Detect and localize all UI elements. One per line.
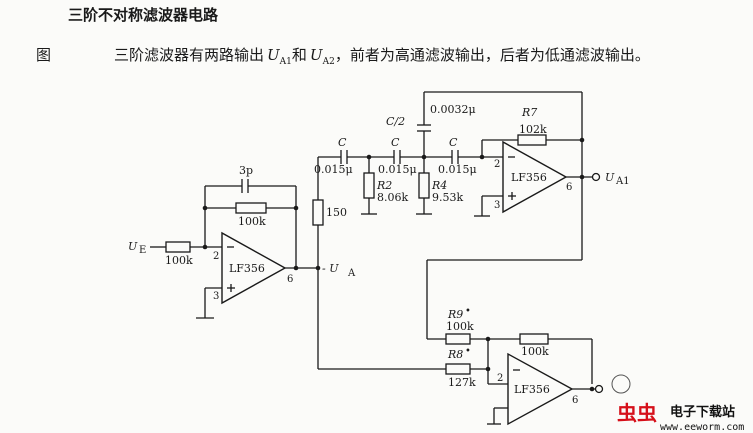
op-amp-3-name: LF356 — [514, 383, 550, 396]
node-ua-sub: A — [347, 268, 356, 279]
caption-part-1: 三阶滤波器有两路输出 — [114, 46, 265, 64]
r7-name: R7 — [521, 106, 537, 119]
output-label-ua1-sub: A1 — [615, 176, 630, 187]
op-amp-1 — [221, 231, 287, 305]
output-label-ua1: U — [605, 171, 615, 184]
junction-dot — [579, 137, 585, 143]
stage-3-summing — [317, 259, 604, 426]
op-amp-3-pin2: 2 — [497, 373, 503, 384]
op-amp-3 — [507, 352, 574, 426]
op-amp-2-pin2: 2 — [494, 159, 500, 170]
feedback-resistor-label: 100k — [238, 215, 266, 228]
junction-dot — [579, 174, 585, 180]
r4-value: 9.53k — [432, 191, 463, 204]
op-amp-1-pin6: 6 — [287, 274, 293, 285]
r8-mark: • — [465, 346, 471, 357]
op-amp-1-pin3: 3 — [213, 291, 219, 302]
caption-part-3: ，前者为高通滤波输出，后者为低通滤波输出。 — [334, 46, 650, 64]
output-terminal-ua1[interactable] — [591, 172, 601, 182]
resistor-r4 — [418, 172, 430, 199]
watermark: 虫虫 电子下载站 www.eeworm.com — [611, 374, 744, 433]
input-resistor — [165, 241, 191, 253]
junction-dot — [202, 205, 208, 211]
watermark-text: 电子下载站 — [670, 404, 735, 420]
caption-symbol-u2: U — [309, 46, 323, 64]
output-terminal-ua2[interactable] — [594, 384, 604, 394]
feedback-resistor-3-label: 100k — [521, 345, 549, 358]
r8-name: R8 — [447, 348, 463, 361]
r4-name: R4 — [431, 179, 447, 192]
junction-dot — [485, 366, 491, 372]
c3-name: C — [449, 136, 458, 149]
op-amp-2-pin6: 6 — [566, 182, 572, 193]
page-title: 三阶不对称滤波器电路 — [68, 6, 219, 24]
resistor-r2 — [363, 172, 375, 199]
resistor-150-label: 150 — [326, 206, 347, 219]
junction-dot — [293, 265, 299, 271]
op-amp-3-pin6: 6 — [572, 395, 578, 406]
r8-value: 127k — [448, 376, 476, 389]
caption-part-2: 和 — [291, 46, 307, 64]
junction-dot — [485, 336, 491, 342]
resistor-150 — [312, 199, 324, 226]
r9-value: 100k — [446, 320, 474, 333]
resistor-r7 — [517, 134, 547, 146]
input-resistor-label: 100k — [165, 254, 193, 267]
junction-dot — [202, 244, 208, 250]
op-amp-1-pin2: 2 — [213, 251, 219, 262]
r2-name: R2 — [376, 179, 392, 192]
resistor-r9 — [445, 333, 471, 345]
c3-value: 0.015μ — [438, 163, 477, 176]
r9-name: R9 — [447, 308, 463, 321]
caption-symbol-u1: U — [267, 46, 280, 64]
c2-name: C — [391, 136, 400, 149]
r9-mark: • — [465, 306, 471, 317]
c1-name: C — [338, 136, 347, 149]
figure-caption: 图三阶滤波器有两路输出 UA1和 UA2，前者为高通滤波输出，后者为低通滤波输出… — [36, 44, 748, 67]
watermark-logo-icon — [611, 374, 631, 394]
op-amp-2 — [502, 140, 568, 214]
op-amp-2-pin3: 3 — [494, 200, 500, 211]
caption-sub-a1: A1 — [279, 57, 292, 67]
c1-value: 0.015μ — [314, 163, 353, 176]
stage-2-high-pass — [312, 91, 601, 268]
junction-dot — [293, 205, 299, 211]
input-label-ue-sub: E — [139, 245, 146, 256]
feedback-resistor-3 — [519, 333, 549, 345]
junction-dot — [589, 386, 595, 392]
node-ua-label: - U — [322, 262, 339, 275]
feedback-resistor — [235, 202, 267, 214]
feedback-cap-label: 3p — [239, 164, 253, 177]
c-half-name: C/2 — [386, 115, 405, 128]
caption-sub-a2: A2 — [322, 57, 335, 67]
stage-1-inverting-amp — [150, 179, 321, 319]
input-label-ue: U — [128, 240, 138, 253]
r7-value: 102k — [519, 123, 547, 136]
op-amp-2-name: LF356 — [511, 171, 547, 184]
r2-value: 8.06k — [377, 191, 408, 204]
watermark-url: www.eeworm.com — [660, 422, 744, 433]
c-half-value: 0.0032μ — [430, 103, 476, 116]
figure-label: 图 — [36, 46, 52, 64]
op-amp-1-name: LF356 — [229, 262, 265, 275]
resistor-r8 — [445, 363, 471, 375]
c2-value: 0.015μ — [378, 163, 417, 176]
watermark-brand: 虫虫 — [617, 401, 657, 425]
